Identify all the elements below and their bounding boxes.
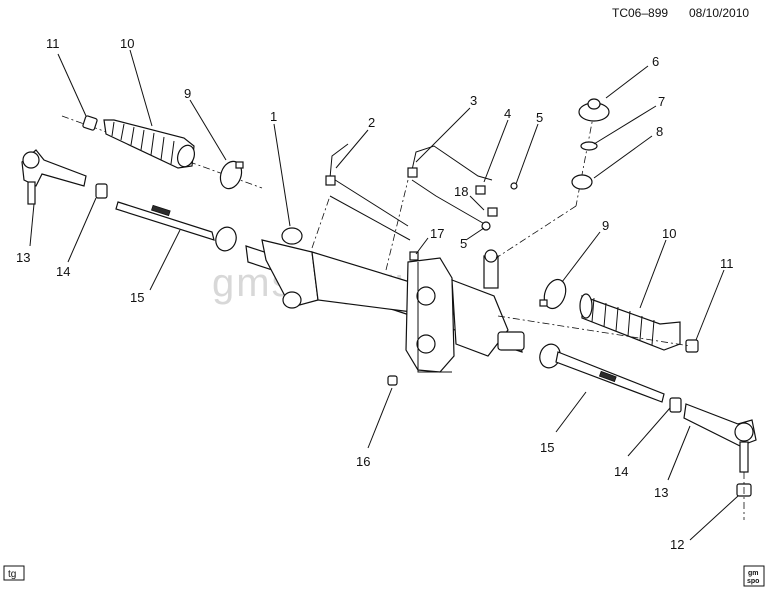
nut-right — [685, 339, 699, 353]
callout-8: 8 — [656, 124, 663, 139]
callout-17: 17 — [430, 226, 444, 241]
nut-17 — [409, 251, 419, 261]
callout-11-right: 11 — [720, 256, 734, 271]
svg-text:gm: gm — [748, 570, 759, 577]
centerline-right-upper — [495, 111, 595, 259]
insulator-6 — [578, 98, 610, 122]
corner-tag: tg — [8, 569, 16, 580]
callout-18: 18 — [454, 184, 468, 199]
pipe-assembly-3 — [407, 145, 493, 227]
tie-rod-end-left — [21, 149, 87, 205]
gm-spo-logo: gm spo — [743, 565, 765, 587]
leader-lines — [29, 49, 739, 541]
callout-1: 1 — [270, 109, 277, 124]
centerline-pipe-3 — [385, 179, 409, 271]
callout-14-left: 14 — [56, 264, 70, 279]
nut-left-upper — [82, 115, 98, 131]
callout-6: 6 — [652, 54, 659, 69]
seal-5-upper — [510, 182, 518, 190]
inner-tie-rod-right — [539, 343, 665, 403]
washer-8 — [571, 174, 593, 190]
centerline-pipe-2 — [311, 195, 331, 249]
boot-right — [579, 293, 681, 351]
callout-14-right: 14 — [614, 464, 628, 479]
tie-rod-end-right — [683, 403, 757, 473]
jam-nut-right — [669, 397, 682, 413]
clamp-right — [539, 278, 567, 310]
diagram-id: TC06–899 — [612, 6, 668, 20]
retainer-7 — [580, 141, 598, 151]
callout-13-left: 13 — [16, 250, 30, 265]
pipe-assembly-2 — [325, 143, 411, 241]
callout-4: 4 — [504, 106, 511, 121]
nut-16 — [387, 375, 398, 386]
jam-nut-left — [95, 183, 108, 199]
svg-text:spo: spo — [747, 578, 759, 585]
callout-5-upper: 5 — [536, 110, 543, 125]
clamp-left — [219, 160, 244, 190]
fitting-4 — [475, 185, 486, 195]
callout-13-right: 13 — [654, 485, 668, 500]
callout-11-left: 11 — [46, 36, 60, 51]
fitting-18 — [487, 207, 498, 217]
callout-5-lower: 5 — [460, 236, 467, 251]
callout-7: 7 — [658, 94, 665, 109]
callout-2: 2 — [368, 115, 375, 130]
diagram-date: 08/10/2010 — [689, 6, 749, 20]
callout-12: 12 — [670, 537, 684, 552]
callout-9-left: 9 — [184, 86, 191, 101]
inner-tie-rod-left — [115, 201, 237, 252]
rack-housing — [245, 227, 525, 373]
bracket-outline — [417, 262, 452, 373]
boot-left — [103, 119, 196, 169]
callout-3: 3 — [470, 93, 477, 108]
callout-15-left: 15 — [130, 290, 144, 305]
callout-10-right: 10 — [662, 226, 676, 241]
callout-10-left: 10 — [120, 36, 134, 51]
centerline-right-boot — [497, 315, 691, 347]
callout-16: 16 — [356, 454, 370, 469]
corner-tag-box — [3, 565, 25, 581]
callout-9-right: 9 — [602, 218, 609, 233]
callout-15-right: 15 — [540, 440, 554, 455]
